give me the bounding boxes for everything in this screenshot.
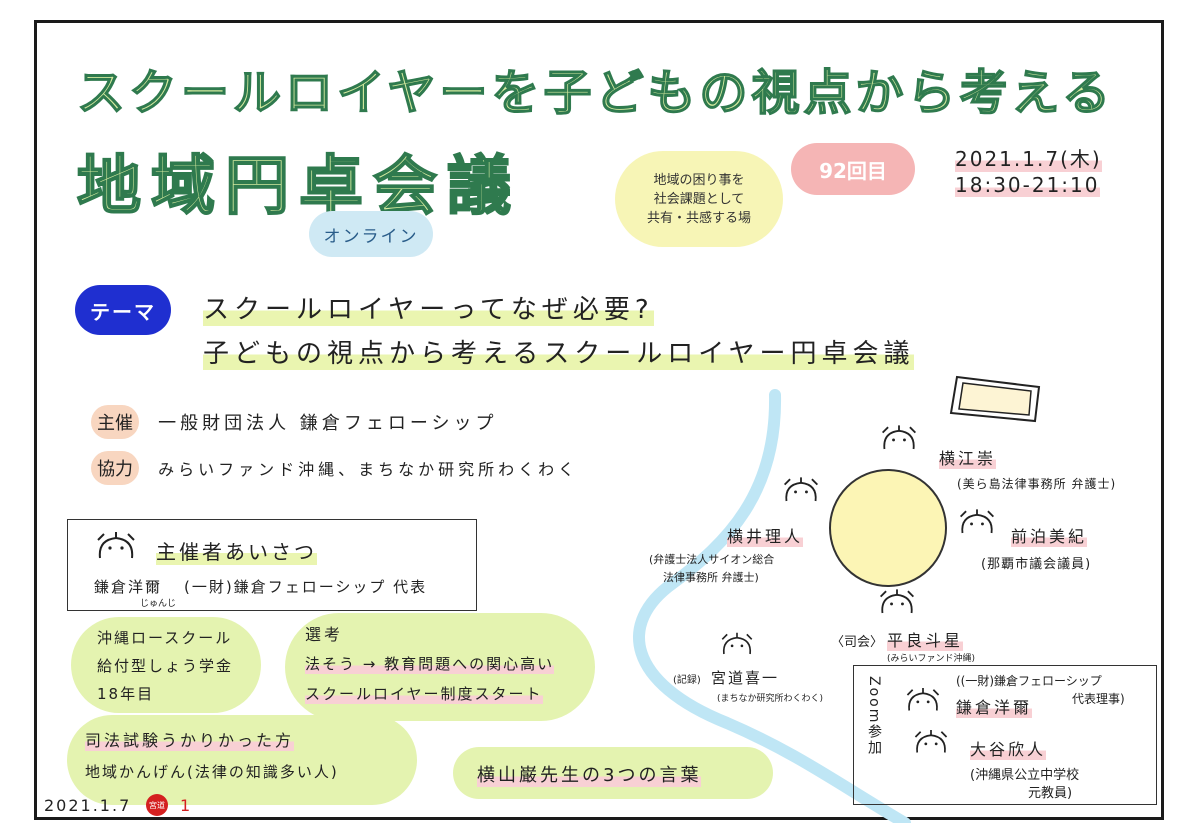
participant-role: (記録) — [673, 675, 701, 686]
greeting-role: (一財)鎌倉フェローシップ 代表 — [184, 578, 428, 596]
selection-title: 選考 — [305, 625, 344, 644]
exam-line1: 司法試験うかりかった方 — [85, 727, 295, 751]
exam-line2: 地域かんげん(法律の知識多い人) — [85, 763, 339, 781]
person-icon — [879, 589, 915, 614]
theme-badge: テーマ — [75, 285, 171, 335]
footer-page-number: 1 — [180, 796, 191, 815]
greeting-name: 鎌倉洋爾 — [94, 578, 163, 596]
greeting-ruby: じゅんじ — [140, 599, 177, 609]
round-table — [829, 469, 947, 587]
theme-line2: 子どもの視点から考えるスクールロイヤー円卓会議 — [203, 333, 915, 370]
participant-name: 宮道喜一 — [711, 669, 780, 687]
coop-names: みらいファンド沖縄、まちなか研究所わくわく — [158, 460, 579, 479]
host-row: 主催 一般財団法人 鎌倉フェローシップ — [91, 405, 497, 439]
greeting-title: 主催者あいさつ — [156, 536, 317, 565]
scholarship-line: 18年目 — [97, 685, 155, 703]
participant-affil: (那覇市議会議員) — [981, 557, 1092, 572]
person-icon — [959, 509, 995, 534]
purpose-note-line: 社会課題として — [653, 191, 745, 207]
scholarship-blob: 沖縄ロースクール 給付型しょう学金 18年目 — [71, 617, 261, 713]
person-icon — [906, 688, 940, 711]
selection-blob: 選考 法そう → 教育問題への関心高い スクールロイヤー制度スタート — [285, 613, 595, 721]
event-time: 18:30-21:10 — [955, 173, 1100, 197]
participant-name: 横井理人 — [727, 523, 804, 547]
zoom-label: Zoom参加 — [866, 676, 882, 757]
signature-stamp: 宮道 — [146, 794, 168, 816]
participant-name: 前泊美紀 — [1011, 523, 1088, 547]
event-date: 2021.1.7(木) — [955, 143, 1102, 172]
purpose-note-line: 共有・共感する場 — [646, 210, 751, 226]
zoom-p2-affil: (沖縄県公立中学校 — [970, 768, 1080, 783]
purpose-note-line: 地域の困り事を — [653, 172, 745, 188]
person-icon — [783, 477, 819, 502]
coop-label: 協力 — [91, 451, 139, 485]
theme-line1: スクールロイヤーってなぜ必要? — [203, 289, 654, 326]
participant-name: 平良斗星 — [887, 627, 964, 651]
participant-name: 横江崇 — [939, 445, 997, 469]
zoom-p1-name: 鎌倉洋爾 — [956, 694, 1033, 718]
yokoyama-words: 横山巌先生の3つの言葉 — [477, 761, 702, 787]
greeting-box: 主催者あいさつ 鎌倉洋爾 じゅんじ (一財)鎌倉フェローシップ 代表 — [67, 519, 477, 611]
selection-line1: 法そう → 教育問題への関心高い — [305, 653, 555, 674]
zoom-participants-box: Zoom参加 ((一財)鎌倉フェローシップ 代表理事) 鎌倉洋爾 大谷欣人 (沖… — [853, 665, 1157, 805]
person-icon — [721, 632, 753, 655]
zoom-p2-affil: 元教員) — [1028, 786, 1073, 801]
session-count-badge: 92回目 — [791, 143, 915, 195]
participant-affil: (弁護士法人サイオン総合 — [649, 553, 775, 566]
participant-affil: (まちなか研究所わくわく) — [717, 694, 824, 704]
online-badge: オンライン — [309, 211, 433, 257]
participant-affil: (美ら島法律事務所 弁護士) — [957, 477, 1117, 491]
person-icon — [881, 425, 917, 450]
person-icon — [914, 730, 948, 753]
selection-line2: スクールロイヤー制度スタート — [305, 683, 543, 704]
exam-blob: 司法試験うかりかった方 地域かんげん(法律の知識多い人) — [67, 715, 417, 805]
zoom-p1-affil: 代表理事) — [1072, 692, 1125, 706]
person-icon — [97, 532, 135, 559]
whiteboard-frame: スクールロイヤーを子どもの視点から考える 地域円卓会議 オンライン 地域の困り事… — [34, 20, 1164, 823]
participant-role: 〈司会〉 — [831, 635, 884, 650]
scholarship-line: 沖縄ロースクール — [97, 629, 233, 647]
scholarship-line: 給付型しょう学金 — [97, 657, 234, 675]
footer-date: 2021.1.7 — [44, 796, 132, 815]
participant-affil: (みらいファンド沖縄) — [887, 654, 976, 664]
screen-icon — [949, 375, 1041, 423]
yokoyama-blob: 横山巌先生の3つの言葉 — [453, 747, 773, 799]
purpose-note: 地域の困り事を 社会課題として 共有・共感する場 — [615, 151, 783, 247]
participant-affil: 法律事務所 弁護士) — [663, 571, 759, 584]
title-line2: 地域円卓会議 — [76, 149, 521, 225]
title-line1: スクールロイヤーを子どもの視点から考える — [76, 64, 1115, 122]
zoom-p2-name: 大谷欣人 — [970, 736, 1047, 760]
host-name: 一般財団法人 鎌倉フェローシップ — [158, 413, 498, 434]
host-label: 主催 — [91, 405, 139, 439]
coop-row: 協力 みらいファンド沖縄、まちなか研究所わくわく — [91, 451, 578, 485]
zoom-p1-affil: ((一財)鎌倉フェローシップ — [956, 674, 1102, 688]
river-stroke — [633, 389, 911, 823]
